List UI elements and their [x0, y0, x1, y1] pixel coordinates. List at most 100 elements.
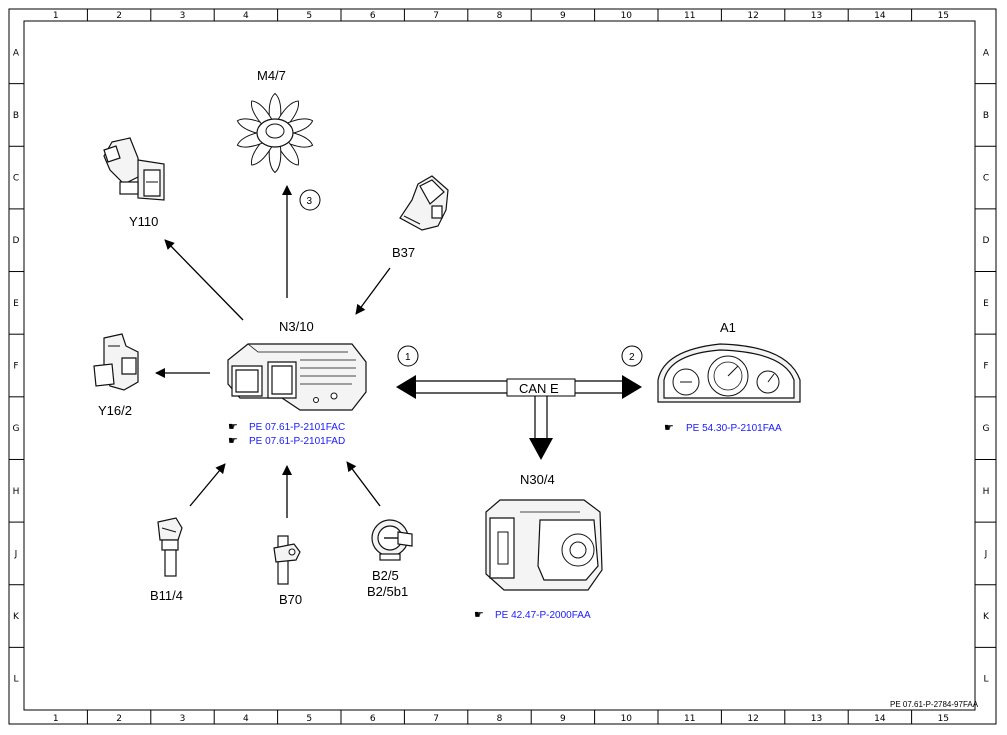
valve-y110-icon — [103, 137, 165, 201]
row-label-left: K — [13, 612, 20, 622]
column-label-bottom: 4 — [243, 714, 249, 724]
sensor-b70: B70 — [273, 535, 302, 607]
b70-label: B70 — [279, 592, 302, 607]
y16-label: Y16/2 — [98, 403, 132, 418]
n30-ref-text: PE 42.47-P-2000FAA — [495, 610, 591, 621]
b37-label: B37 — [392, 245, 415, 260]
column-label-top: 10 — [621, 11, 633, 21]
grid-rulers: 1122334455667788991010111112121313141415… — [9, 9, 996, 724]
sensor-b2-5: B2/5 B2/5b1 — [367, 519, 413, 599]
fan-m4-7: M4/7 3 — [236, 68, 321, 211]
row-label-left: L — [13, 675, 18, 685]
row-label-right: F — [983, 362, 988, 372]
b2-label-2: B2/5b1 — [367, 584, 408, 599]
column-label-bottom: 5 — [306, 714, 312, 724]
column-label-top: 11 — [684, 11, 695, 21]
abs-unit-icon — [485, 499, 603, 591]
ecu-label: N3/10 — [279, 319, 314, 334]
n30-ref[interactable]: ☛ PE 42.47-P-2000FAA — [474, 608, 591, 621]
column-label-bottom: 11 — [684, 714, 695, 724]
instrument-cluster-icon — [657, 343, 801, 403]
column-label-bottom: 15 — [938, 714, 949, 724]
column-label-bottom: 10 — [621, 714, 633, 724]
row-label-left: D — [13, 236, 20, 246]
fan-label: M4/7 — [257, 68, 286, 83]
row-label-left: C — [13, 174, 19, 184]
row-label-right: D — [983, 236, 990, 246]
column-label-top: 9 — [560, 11, 566, 21]
column-label-top: 4 — [243, 11, 249, 21]
can-arrow-left — [396, 375, 416, 399]
can-bus: CAN E 1 2 — [396, 345, 643, 460]
column-label-bottom: 1 — [53, 714, 59, 724]
column-label-bottom: 8 — [497, 714, 503, 724]
hand-pointer-icon: ☛ — [664, 421, 674, 434]
ecu-ref-2-text: PE 07.61-P-2101FAD — [249, 436, 345, 447]
ecu-ref-1-text: PE 07.61-P-2101FAC — [249, 422, 345, 433]
hand-pointer-icon: ☛ — [228, 434, 238, 447]
callout-1-text: 1 — [405, 352, 411, 363]
column-label-top: 3 — [180, 11, 186, 21]
sensor-b11-4: B11/4 — [150, 517, 183, 603]
callout-3-text: 3 — [307, 196, 313, 207]
ecu-icon — [227, 343, 367, 411]
ecu-ref-2[interactable]: ☛ PE 07.61-P-2101FAD — [228, 434, 345, 447]
row-label-right: H — [983, 487, 990, 497]
column-label-top: 6 — [370, 11, 376, 21]
can-arrow-down — [529, 438, 553, 460]
outer-border — [8, 8, 997, 725]
a1-ref[interactable]: ☛ PE 54.30-P-2101FAA — [664, 421, 782, 434]
row-label-right: C — [983, 174, 989, 184]
abs-unit-n30-4[interactable]: N30/4 ☛ PE 42.47-P-2000FAA — [474, 472, 603, 621]
column-label-top: 5 — [306, 11, 312, 21]
b2-label: B2/5 — [372, 568, 399, 583]
fan-icon — [236, 92, 314, 174]
row-label-right: E — [983, 299, 989, 309]
temperature-sensor-icon — [157, 517, 183, 577]
ecu-ref-1[interactable]: ☛ PE 07.61-P-2101FAC — [228, 420, 345, 433]
column-label-bottom: 14 — [874, 714, 886, 724]
callout-3-circle — [299, 189, 321, 211]
column-label-bottom: 12 — [747, 714, 758, 724]
row-label-left: A — [13, 48, 20, 58]
valve-y16-2: Y16/2 — [93, 333, 139, 418]
column-label-bottom: 2 — [116, 714, 122, 724]
inner-border — [23, 20, 976, 711]
row-label-left: E — [13, 299, 19, 309]
row-label-right: J — [984, 549, 988, 559]
valve-y16-icon — [93, 333, 139, 391]
ecu-n3-10[interactable]: N3/10 ☛ PE 07.61-P-2101FAC ☛ PE 07.61-P-… — [227, 319, 367, 447]
can-label: CAN E — [519, 381, 559, 396]
arrow-from-b2-5 — [346, 461, 381, 507]
row-label-right: L — [983, 675, 988, 685]
column-label-top: 15 — [938, 11, 949, 21]
instrument-cluster-a1[interactable]: A1 ☛ PE 54.30-P-2101FAA — [657, 320, 801, 434]
sensor-b37: B37 — [392, 175, 449, 260]
a1-ref-text: PE 54.30-P-2101FAA — [686, 423, 782, 434]
a1-label: A1 — [720, 320, 736, 335]
column-label-bottom: 3 — [180, 714, 186, 724]
air-mass-sensor-icon — [371, 519, 413, 561]
column-label-top: 8 — [497, 11, 503, 21]
crankshaft-sensor-icon — [273, 535, 301, 585]
column-label-bottom: 9 — [560, 714, 566, 724]
column-label-bottom: 7 — [433, 714, 439, 724]
row-label-left: H — [13, 487, 20, 497]
y110-label: Y110 — [129, 214, 158, 229]
column-label-top: 7 — [433, 11, 439, 21]
column-label-top: 12 — [747, 11, 758, 21]
row-label-right: K — [983, 612, 990, 622]
row-label-left: G — [13, 424, 20, 434]
callout-2-circle — [621, 345, 643, 367]
row-label-right: A — [983, 48, 990, 58]
callout-1-circle — [397, 345, 419, 367]
column-label-top: 13 — [811, 11, 822, 21]
hand-pointer-icon: ☛ — [228, 420, 238, 433]
row-label-right: B — [983, 111, 989, 121]
can-label-box — [506, 378, 576, 397]
column-label-bottom: 6 — [370, 714, 376, 724]
column-label-top: 14 — [874, 11, 886, 21]
arrow-to-y110 — [164, 239, 244, 321]
can-arrow-right — [622, 375, 642, 399]
